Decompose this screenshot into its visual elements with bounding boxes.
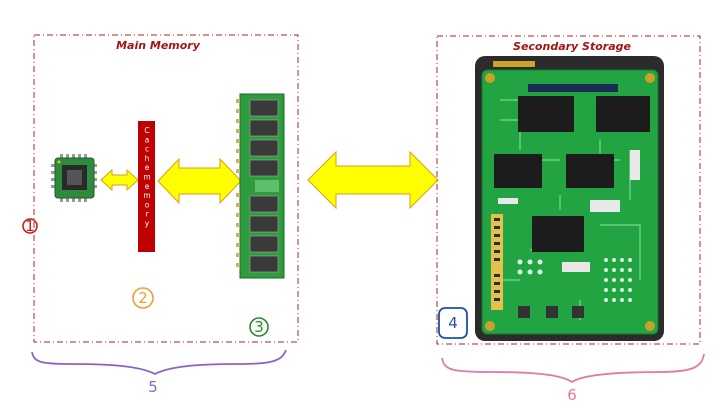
secondary-storage-box bbox=[436, 35, 701, 345]
main-memory-title: Main Memory bbox=[116, 39, 201, 52]
cpu-chip-icon bbox=[51, 154, 97, 202]
annotation-4: 4 bbox=[448, 314, 458, 332]
annotation-3-circle bbox=[249, 317, 269, 337]
main-memory-brace bbox=[31, 349, 287, 376]
ssd-board-icon bbox=[475, 56, 664, 341]
secondary-storage-title: Secondary Storage bbox=[513, 40, 631, 53]
annotation-5: 5 bbox=[148, 378, 158, 396]
annotation-1: 1 bbox=[25, 217, 35, 235]
annotation-3: 3 bbox=[254, 318, 264, 336]
cache-ram-arrow bbox=[157, 157, 242, 205]
annotation-1-circle bbox=[22, 218, 38, 234]
cpu-cache-arrow bbox=[100, 168, 139, 192]
annotation-4-box bbox=[438, 307, 468, 339]
main-secondary-arrow bbox=[307, 150, 439, 210]
annotation-2: 2 bbox=[138, 289, 148, 307]
annotation-6: 6 bbox=[567, 386, 577, 404]
main-memory-box bbox=[33, 34, 299, 343]
cache-memory-bar bbox=[138, 121, 155, 252]
secondary-storage-brace bbox=[441, 353, 705, 384]
ram-module-icon bbox=[236, 93, 285, 279]
annotation-2-circle bbox=[132, 287, 154, 309]
